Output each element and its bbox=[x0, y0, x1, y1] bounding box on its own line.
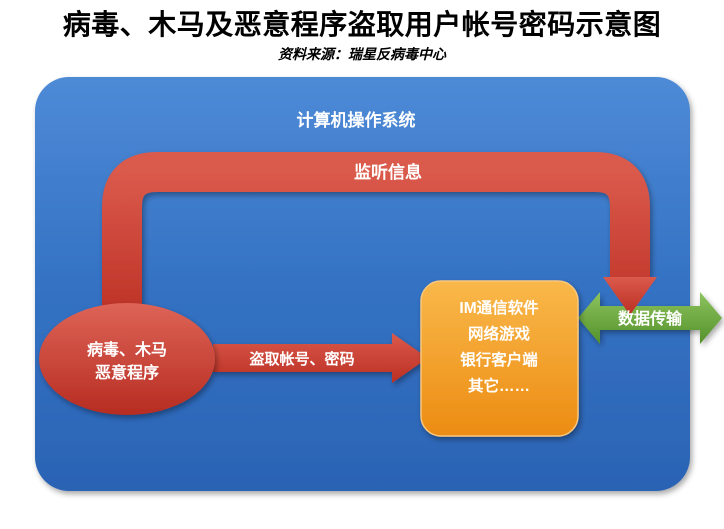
target-box bbox=[420, 280, 579, 437]
monitor-arrow-label: 监听信息 bbox=[354, 162, 422, 182]
target-line-1: IM通信软件 bbox=[459, 298, 539, 317]
virus-label-line1: 病毒、木马 bbox=[87, 340, 167, 359]
page-subtitle: 资料来源：瑞星反病毒中心 bbox=[278, 48, 446, 63]
monitor-pipe bbox=[102, 152, 650, 327]
page-title: 病毒、木马及恶意程序盗取用户帐号密码示意图 bbox=[62, 9, 662, 40]
target-line-3: 银行客户端 bbox=[460, 350, 538, 369]
os-container-label: 计算机操作系统 bbox=[297, 110, 416, 130]
transfer-arrow bbox=[578, 292, 722, 344]
diagram-canvas: 计算机操作系统 监听信息 数据传输 盗取帐号、密码 病毒、木马 恶意程序 IM通… bbox=[35, 77, 722, 491]
virus-ellipse bbox=[39, 303, 215, 415]
virus-label-line2: 恶意程序 bbox=[95, 363, 159, 382]
target-line-4: 其它…… bbox=[468, 376, 530, 395]
monitor-arrowhead-icon bbox=[603, 277, 657, 315]
transfer-arrow-label: 数据传输 bbox=[618, 309, 683, 328]
steal-arrow bbox=[213, 333, 428, 383]
steal-arrow-label: 盗取帐号、密码 bbox=[249, 350, 354, 368]
target-line-2: 网络游戏 bbox=[468, 324, 531, 343]
